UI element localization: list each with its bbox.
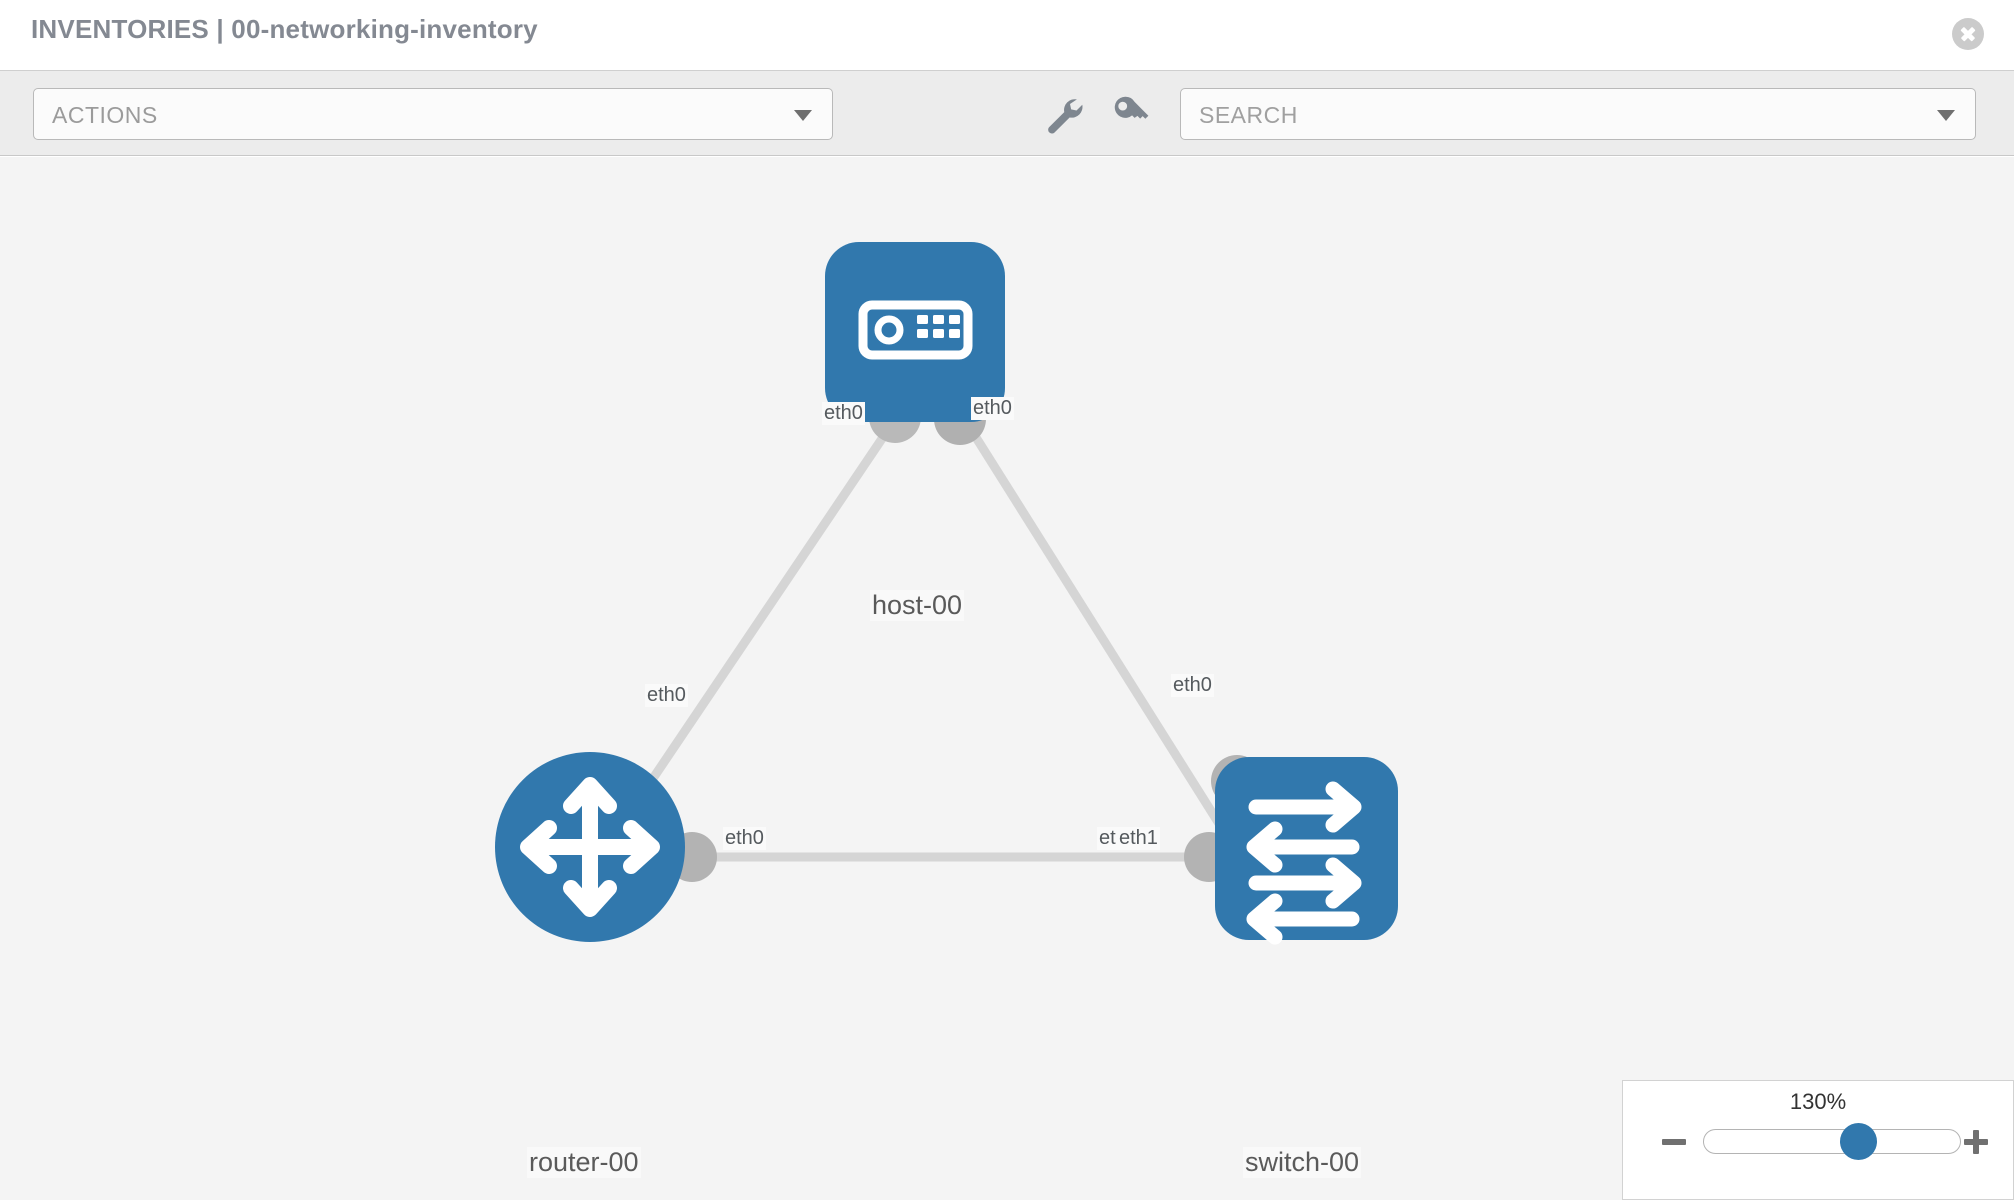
node-label-host: host-00 <box>870 590 965 621</box>
interface-label: eth0 <box>723 827 766 850</box>
zoom-out-button[interactable] <box>1659 1127 1689 1157</box>
interface-label: eth0 <box>1171 674 1214 697</box>
node-router-00[interactable] <box>495 752 685 942</box>
wrench-icon[interactable] <box>1038 91 1084 137</box>
search-placeholder: SEARCH <box>1199 102 1298 128</box>
topology-connectors <box>667 391 1263 882</box>
node-host-00[interactable] <box>825 242 1005 422</box>
toolbar: ACTIONS SEARCH <box>0 70 2014 156</box>
edge-host-switch[interactable] <box>956 409 1244 860</box>
interface-label: eth0 <box>822 402 865 425</box>
actions-dropdown-label: ACTIONS <box>52 102 158 128</box>
interface-label: eth0 <box>645 684 688 707</box>
page-title: INVENTORIES | 00-networking-inventory <box>31 14 538 44</box>
actions-dropdown[interactable]: ACTIONS <box>33 88 833 140</box>
zoom-slider[interactable] <box>1703 1123 1961 1160</box>
topology-edges <box>596 409 1244 862</box>
interface-label: eth1 <box>1117 827 1160 850</box>
zoom-slider-thumb[interactable] <box>1839 1123 1877 1160</box>
zoom-in-button[interactable] <box>1961 1127 1991 1157</box>
zoom-control-panel: 130% <box>1622 1080 2014 1200</box>
search-input[interactable]: SEARCH <box>1180 88 1976 140</box>
page-header: INVENTORIES | 00-networking-inventory <box>0 0 2014 70</box>
key-icon[interactable] <box>1107 91 1153 137</box>
chevron-down-icon <box>1937 110 1955 121</box>
interface-label: eth0 <box>971 397 1014 420</box>
topology-graph <box>495 242 1398 945</box>
topology-canvas[interactable]: eth0 eth0 eth0 eth0 eth0 eth0 eth1 host-… <box>0 157 2014 1200</box>
node-switch-00[interactable] <box>1215 757 1398 945</box>
node-label-router: router-00 <box>527 1147 641 1178</box>
zoom-level-value: 130% <box>1789 1089 1847 1114</box>
node-label-switch: switch-00 <box>1243 1147 1362 1178</box>
chevron-down-icon <box>794 110 812 121</box>
close-icon[interactable] <box>1952 18 1984 50</box>
